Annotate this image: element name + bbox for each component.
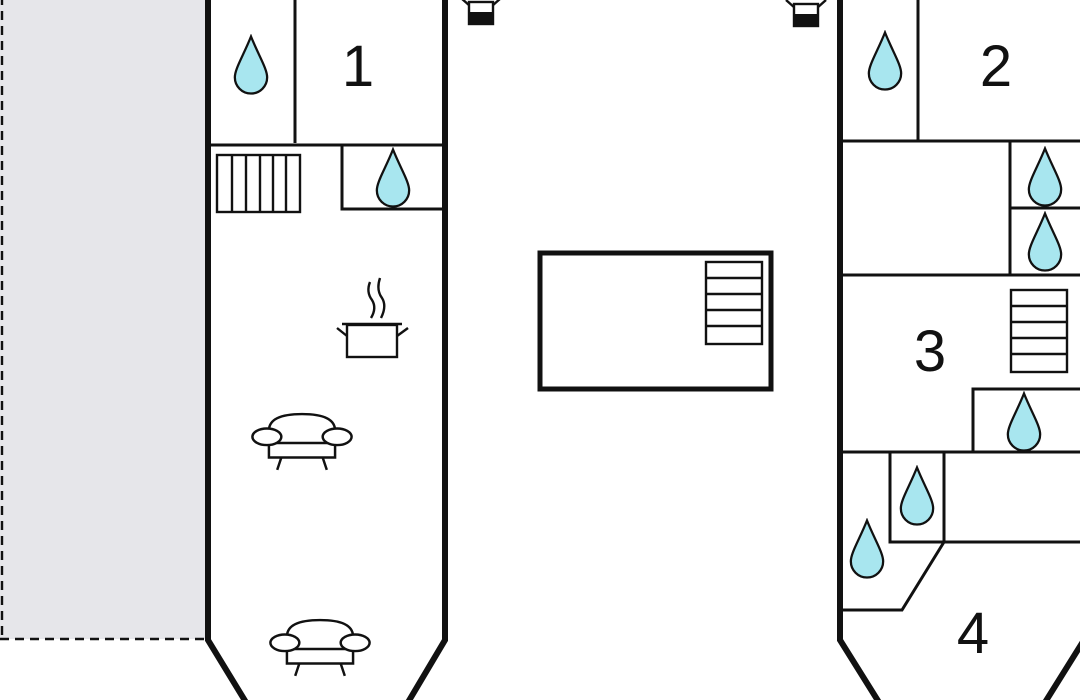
bathroom-right-lower: [888, 450, 946, 544]
room-number-4: 4: [957, 601, 989, 666]
left-boat: [205, 0, 448, 700]
cooking-pot-icon: [336, 277, 409, 359]
left-boat-hull: [205, 0, 448, 700]
room-number-1: 1: [342, 34, 374, 99]
right-boat-hull: [837, 0, 1080, 700]
outdoor-light-icon: [459, 0, 503, 26]
room-number-3: 3: [914, 319, 946, 384]
room-number-2: 2: [980, 34, 1012, 99]
bathroom-right-corner: [840, 541, 946, 612]
terrace-area: [0, 0, 208, 639]
outdoor-light-icon: [784, 0, 828, 28]
right-boat: [837, 0, 1080, 700]
bathroom-left-middle: [340, 143, 447, 211]
staircase-icon: [704, 260, 764, 346]
central-platform: [537, 250, 774, 392]
staircase-icon: [1009, 288, 1069, 374]
staircase-icon: [215, 153, 302, 214]
